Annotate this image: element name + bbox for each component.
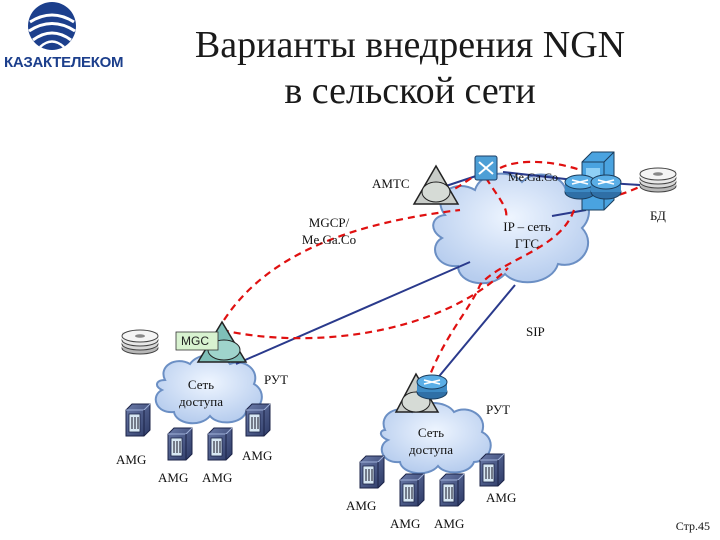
amg-icon-3 (207, 427, 233, 461)
amts-node-icon (412, 164, 460, 205)
ip-network-label: IP – сеть ГТС (482, 218, 572, 252)
sip-label: SIP (526, 324, 545, 339)
access-network-left-label: Сеть доступа (166, 376, 236, 410)
amg-label-8: AMG (486, 490, 517, 505)
amg-label-7: AMG (434, 516, 465, 531)
rut-left-label: РУТ (264, 372, 289, 387)
amg-icon-2 (167, 427, 193, 461)
access-left-line-1: Сеть (187, 377, 215, 392)
page-number: Стр.45 (675, 519, 710, 533)
amg-icon-1 (125, 403, 151, 437)
amg-label-1: AMG (116, 452, 147, 467)
amg-icon-8 (479, 453, 505, 487)
rut-right-label: РУТ (486, 402, 511, 417)
title-line-2: в сельской сети (284, 70, 536, 112)
megaco-top-label: Me.Ga.Co (508, 170, 558, 184)
database-icon (639, 167, 677, 193)
amg-icon-5 (359, 455, 385, 489)
mgc-node-icon (175, 320, 248, 363)
ip-switch-icon-2 (590, 174, 622, 200)
mgc-database-icon (121, 329, 159, 355)
amg-label-4: AMG (242, 448, 273, 463)
ip-network-label-line-1: IP – сеть (503, 219, 551, 234)
mgcp-label: MGCP/ Me.Ga.Co (294, 214, 364, 248)
amg-label-3: AMG (202, 470, 233, 485)
access-right-line-2: доступа (409, 442, 453, 457)
amg-icon-4 (245, 403, 271, 437)
access-left-line-2: доступа (179, 394, 223, 409)
bd-label: БД (650, 208, 666, 223)
amts-label: АМТС (372, 176, 410, 191)
amg-icon-7 (439, 473, 465, 507)
access-network-right-label: Сеть доступа (396, 424, 466, 458)
page-title: Варианты внедрения NGN в сельской сети (140, 22, 680, 114)
title-line-1: Варианты внедрения NGN (194, 24, 626, 66)
amg-icon-6 (399, 473, 425, 507)
mgcp-label-line-1: MGCP/ (308, 215, 350, 230)
logo-text: КАЗАКТЕЛЕКОМ (4, 54, 124, 71)
amg-label-5: AMG (346, 498, 377, 513)
mgc-label: MGC (181, 334, 209, 348)
amg-label-2: AMG (158, 470, 189, 485)
access-right-line-1: Сеть (417, 425, 445, 440)
dashed-signaling-lines (221, 160, 646, 393)
globe-logo-icon (28, 2, 76, 50)
ip-switch-icon (564, 174, 596, 200)
router-icon (474, 155, 498, 181)
mgcp-label-line-2: Me.Ga.Co (301, 232, 357, 247)
rut-switch-icon (416, 374, 448, 400)
amg-label-6: AMG (390, 516, 421, 531)
ip-network-label-line-2: ГТС (514, 236, 540, 251)
